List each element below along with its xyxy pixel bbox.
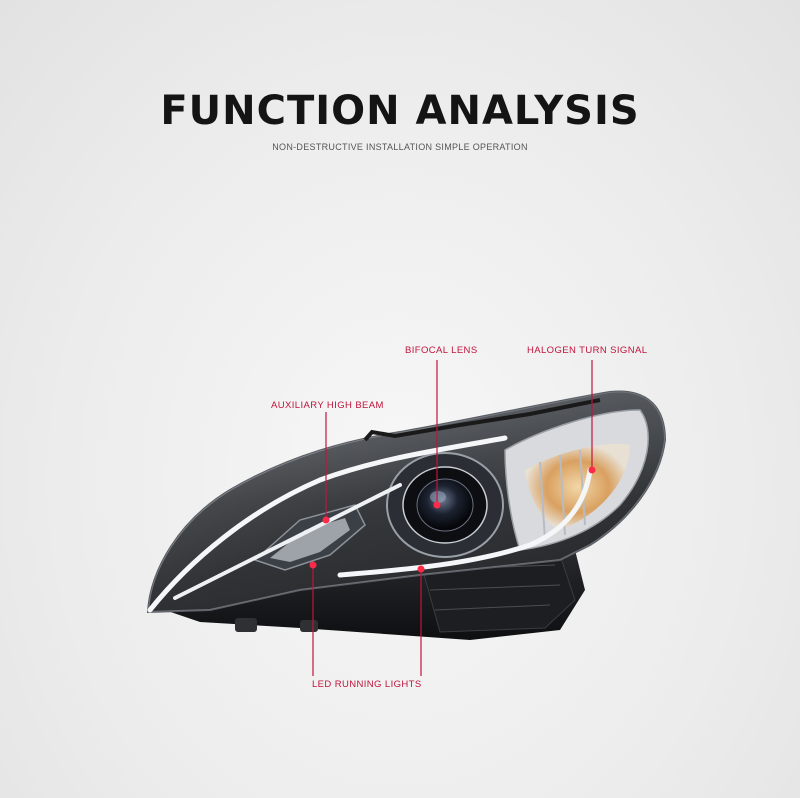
callout-bifocal-lens: BIFOCAL LENS — [405, 345, 478, 356]
marker-auxiliary-high-beam — [322, 516, 330, 524]
marker-led-running-lights-b — [417, 565, 425, 573]
auxiliary-high-beam-unit — [253, 504, 366, 571]
marker-bifocal-lens — [433, 501, 441, 509]
callout-led-running-lights: LED RUNNING LIGHTS — [312, 679, 422, 690]
turn-signal-housing — [504, 409, 649, 551]
callout-auxiliary-high-beam: AUXILIARY HIGH BEAM — [271, 400, 384, 411]
page-subtitle: NON-DESTRUCTIVE INSTALLATION SIMPLE OPER… — [272, 142, 528, 152]
callout-lines — [312, 360, 593, 676]
marker-halogen-turn-signal — [588, 466, 596, 474]
callout-markers — [309, 466, 596, 573]
page-title: FUNCTION ANALYSIS — [160, 88, 640, 134]
led-running-light-strips — [147, 435, 593, 613]
bifocal-lens-unit — [386, 452, 504, 558]
callout-halogen-turn-signal: HALOGEN TURN SIGNAL — [527, 345, 648, 356]
marker-led-running-lights-a — [309, 561, 317, 569]
